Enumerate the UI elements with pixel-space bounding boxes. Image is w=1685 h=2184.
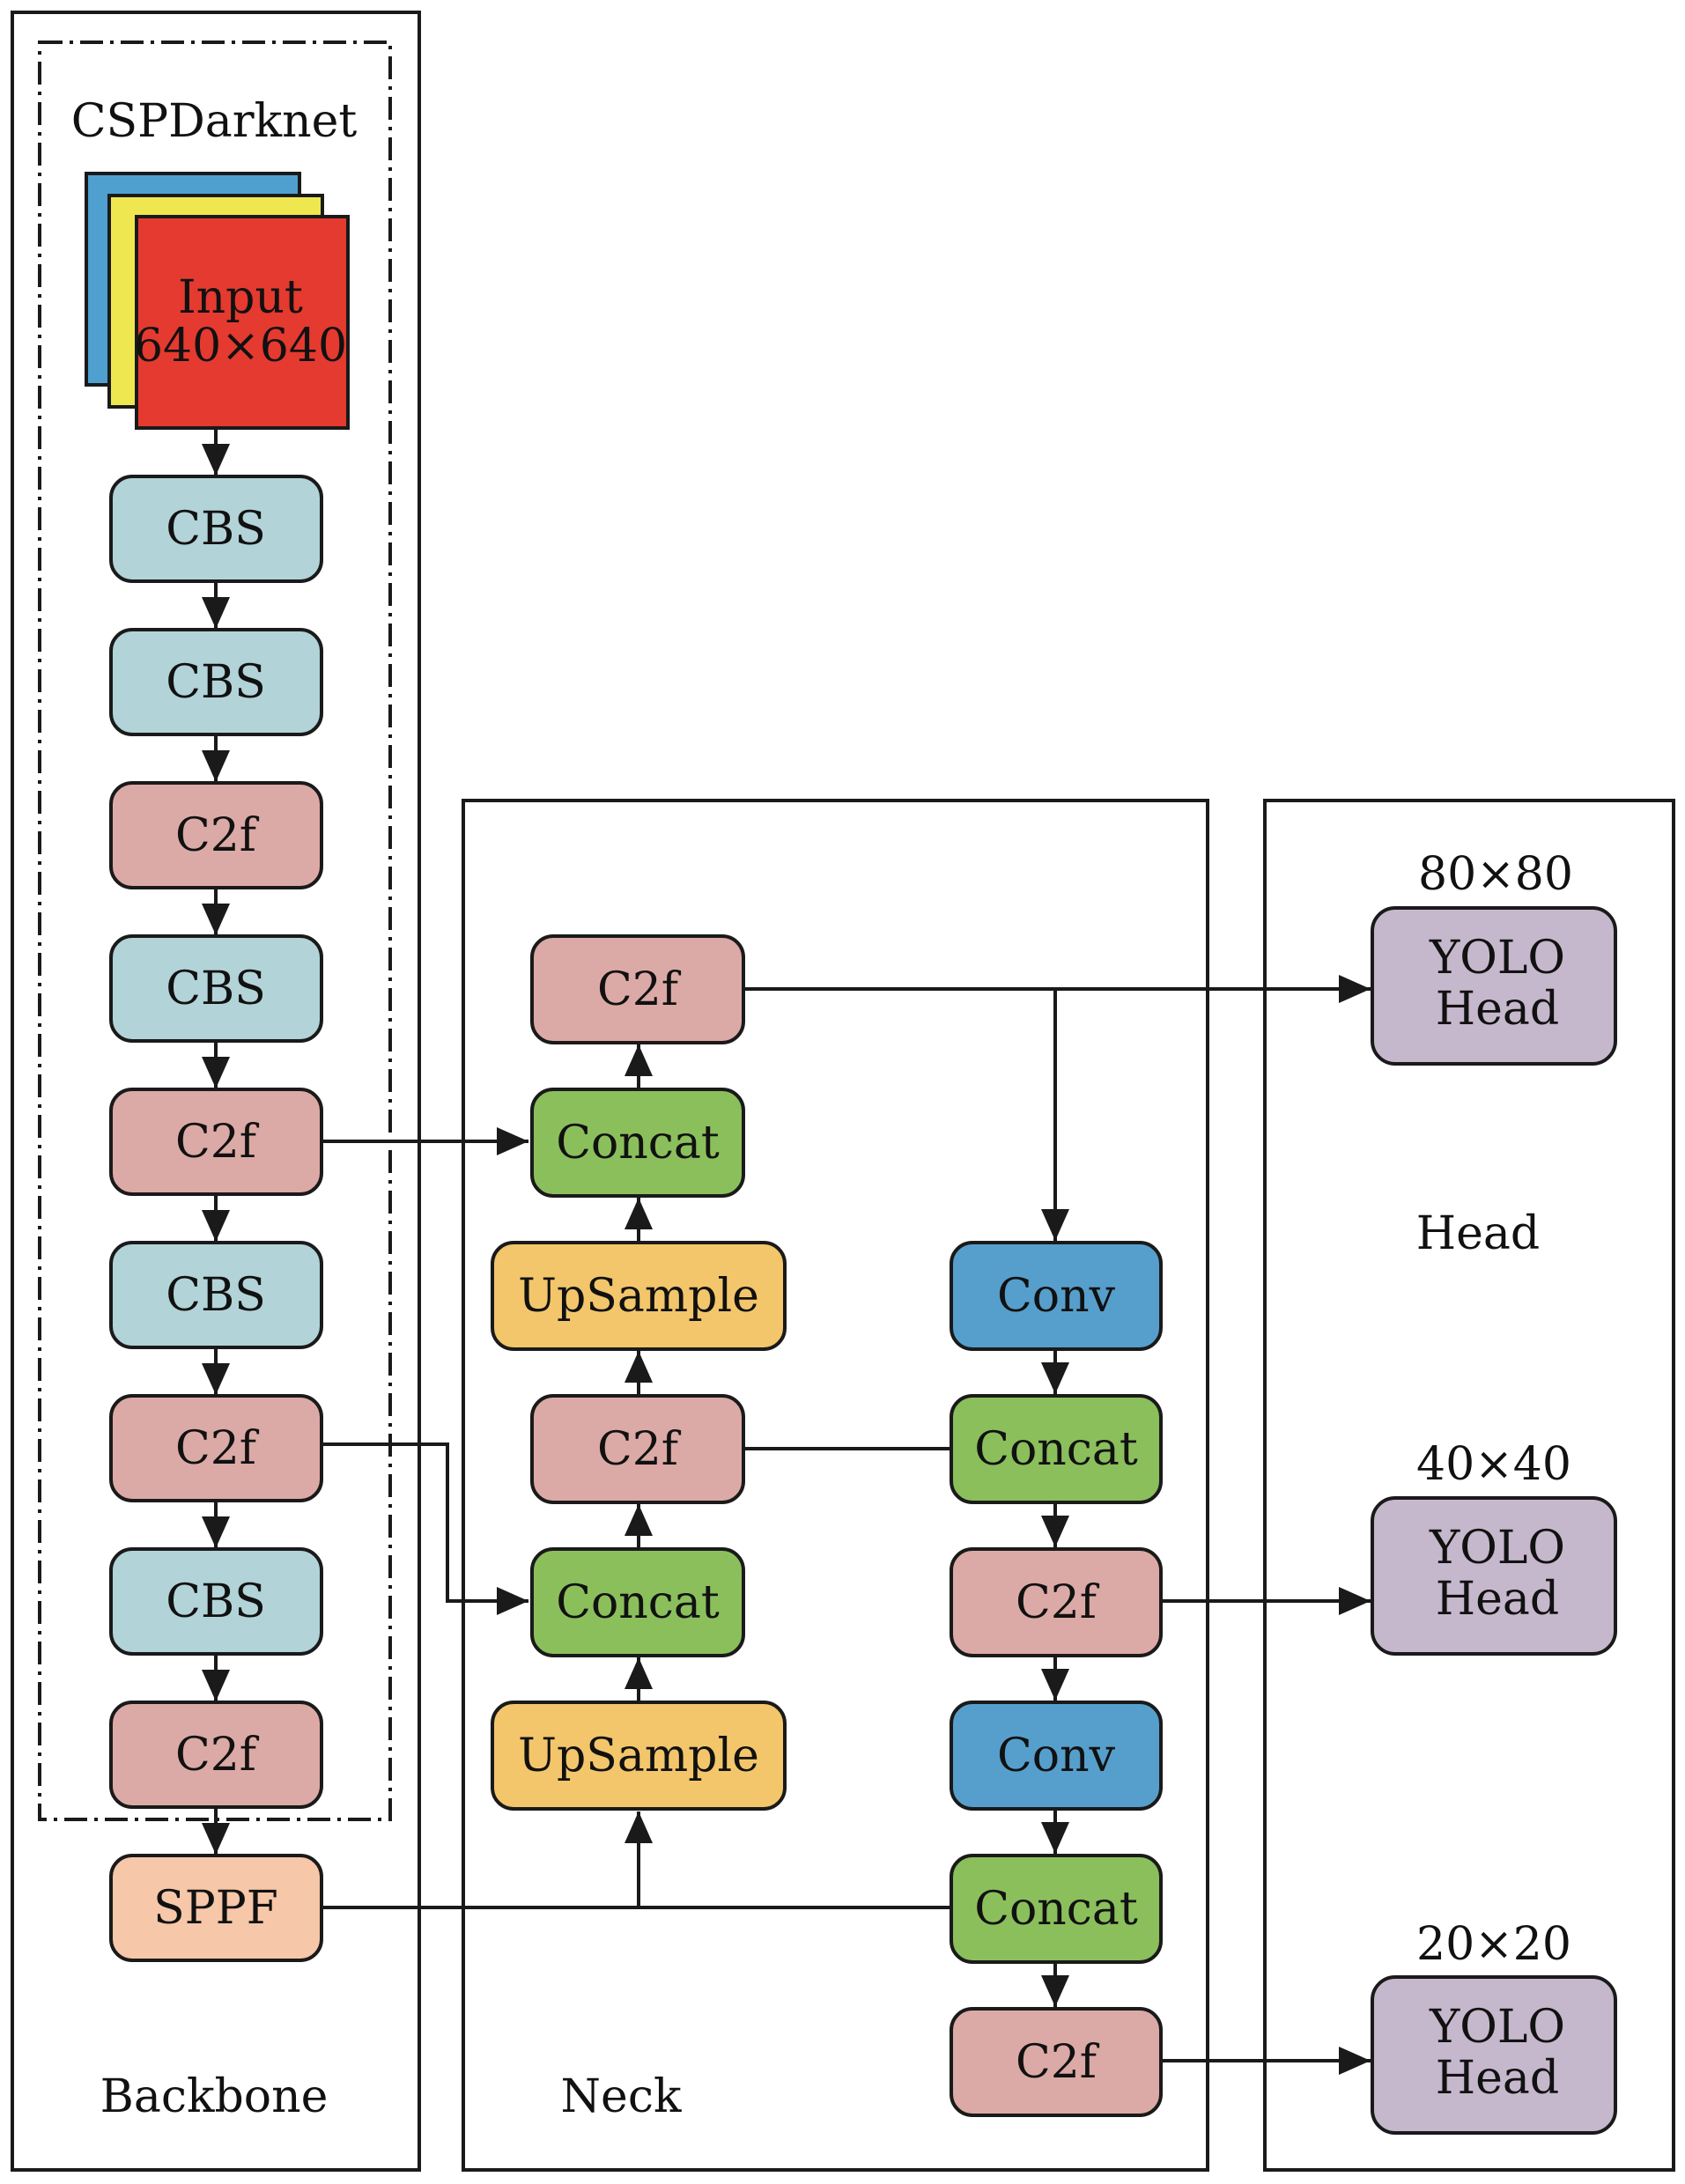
connection-wires	[202, 430, 1371, 2075]
concat-box	[530, 1547, 745, 1657]
block-label: CBS	[166, 963, 266, 1015]
c2f-box	[530, 934, 745, 1044]
c2f-box	[109, 1088, 323, 1196]
block-label: Concat	[556, 1117, 720, 1169]
head-scale-label: 80×80	[1418, 848, 1573, 901]
block-label: Head	[1436, 1573, 1559, 1626]
concat-block: Concat	[950, 1394, 1163, 1504]
block-label: YOLO	[1429, 932, 1565, 985]
c2f-block: C2f	[109, 781, 323, 889]
arrow-bbc2f3-concat2	[321, 1442, 528, 1615]
block-label: Concat	[556, 1576, 720, 1629]
cbs-block: CBS	[109, 934, 323, 1043]
input-channel-red	[135, 215, 350, 430]
c2f-box	[109, 781, 323, 889]
block-label: YOLO	[1429, 2001, 1565, 2054]
head-scale-label: 20×20	[1416, 1918, 1571, 1971]
neck-frame	[462, 799, 1209, 2172]
upsample-box	[491, 1241, 787, 1351]
block-label: C2f	[597, 963, 682, 1016]
block-label: Head	[1436, 2052, 1559, 2105]
yolo-head-box	[1371, 1496, 1617, 1656]
yolo-head-block: 40×40 YOLO Head	[1371, 1438, 1617, 1656]
upsample-box	[491, 1701, 787, 1811]
block-label: Conv	[997, 1730, 1116, 1782]
c2f-box	[109, 1394, 323, 1502]
conv-block: Conv	[950, 1701, 1163, 1811]
block-label: Head	[1436, 983, 1559, 1036]
cbs-block: CBS	[109, 475, 323, 583]
concat-block: Concat	[530, 1088, 745, 1198]
concat-box	[950, 1854, 1163, 1964]
block-label: C2f	[175, 1729, 260, 1782]
head-nodes: 80×80 YOLO Head 40×40 YOLO Head 20×20 YO…	[1371, 848, 1617, 2135]
neck-label: Neck	[561, 2070, 682, 2123]
input-size-label: 640×640	[134, 320, 347, 373]
yolo-head-box	[1371, 1975, 1617, 2135]
cbs-block: CBS	[109, 1241, 323, 1349]
c2f-block: C2f	[950, 1547, 1163, 1657]
c2f-block: C2f	[950, 2007, 1163, 2117]
block-label: C2f	[175, 1422, 260, 1475]
block-label: CBS	[166, 503, 266, 556]
c2f-box	[950, 1547, 1163, 1657]
conv-box	[950, 1241, 1163, 1351]
cspdarknet-label: CSPDarknet	[71, 95, 358, 148]
block-label: C2f	[175, 1116, 260, 1169]
block-label: Concat	[974, 1423, 1138, 1476]
conv-box	[950, 1701, 1163, 1811]
block-label: UpSample	[518, 1730, 759, 1782]
concat-box	[530, 1088, 745, 1198]
block-label: CBS	[166, 1575, 266, 1628]
cbs-box	[109, 1547, 323, 1656]
cbs-box	[109, 1241, 323, 1349]
cbs-block: CBS	[109, 1547, 323, 1656]
cbs-box	[109, 934, 323, 1043]
sppf-block: SPPF	[109, 1854, 323, 1962]
sppf-box	[109, 1854, 323, 1962]
yolo-head-block: 20×20 YOLO Head	[1371, 1918, 1617, 2135]
concat-block: Concat	[950, 1854, 1163, 1964]
c2f-block: C2f	[109, 1701, 323, 1809]
yolo-head-block: 80×80 YOLO Head	[1371, 848, 1617, 1066]
backbone-label: Backbone	[100, 2070, 329, 2123]
c2f-block: C2f	[530, 934, 745, 1044]
input-stack: Input 640×640	[85, 172, 350, 430]
c2f-box	[950, 2007, 1163, 2117]
cbs-block: CBS	[109, 628, 323, 736]
block-label: Concat	[974, 1883, 1138, 1936]
c2f-box	[109, 1701, 323, 1809]
block-label: C2f	[1016, 1576, 1100, 1629]
c2f-box	[530, 1394, 745, 1504]
block-label: SPPF	[153, 1882, 278, 1935]
conv-block: Conv	[950, 1241, 1163, 1351]
c2f-block: C2f	[109, 1394, 323, 1502]
block-label: C2f	[597, 1423, 682, 1476]
input-label: Input	[178, 271, 303, 324]
concat-box	[950, 1394, 1163, 1504]
backbone-nodes: CBS CBS C2f CBS C2f CBS C2f CBS	[109, 475, 323, 1962]
cbs-box	[109, 628, 323, 736]
c2f-block: C2f	[109, 1088, 323, 1196]
head-scale-label: 40×40	[1416, 1438, 1571, 1491]
block-label: YOLO	[1429, 1522, 1565, 1575]
block-label: C2f	[175, 809, 260, 862]
upsample-block: UpSample	[491, 1241, 787, 1351]
cspdarknet-frame	[38, 41, 392, 1821]
block-label: CBS	[166, 1269, 266, 1322]
upsample-block: UpSample	[491, 1701, 787, 1811]
block-label: UpSample	[518, 1270, 759, 1323]
c2f-block: C2f	[530, 1394, 745, 1504]
head-label: Head	[1416, 1207, 1540, 1260]
block-label: C2f	[1016, 2036, 1100, 2089]
cbs-box	[109, 475, 323, 583]
block-label: CBS	[166, 656, 266, 709]
yolo-head-box	[1371, 906, 1617, 1066]
neck-nodes: C2f Concat UpSample C2f Concat UpSample …	[491, 934, 1163, 2117]
backbone-frame	[11, 11, 421, 2172]
concat-block: Concat	[530, 1547, 745, 1657]
block-label: Conv	[997, 1270, 1116, 1323]
head-frame	[1263, 799, 1675, 2172]
